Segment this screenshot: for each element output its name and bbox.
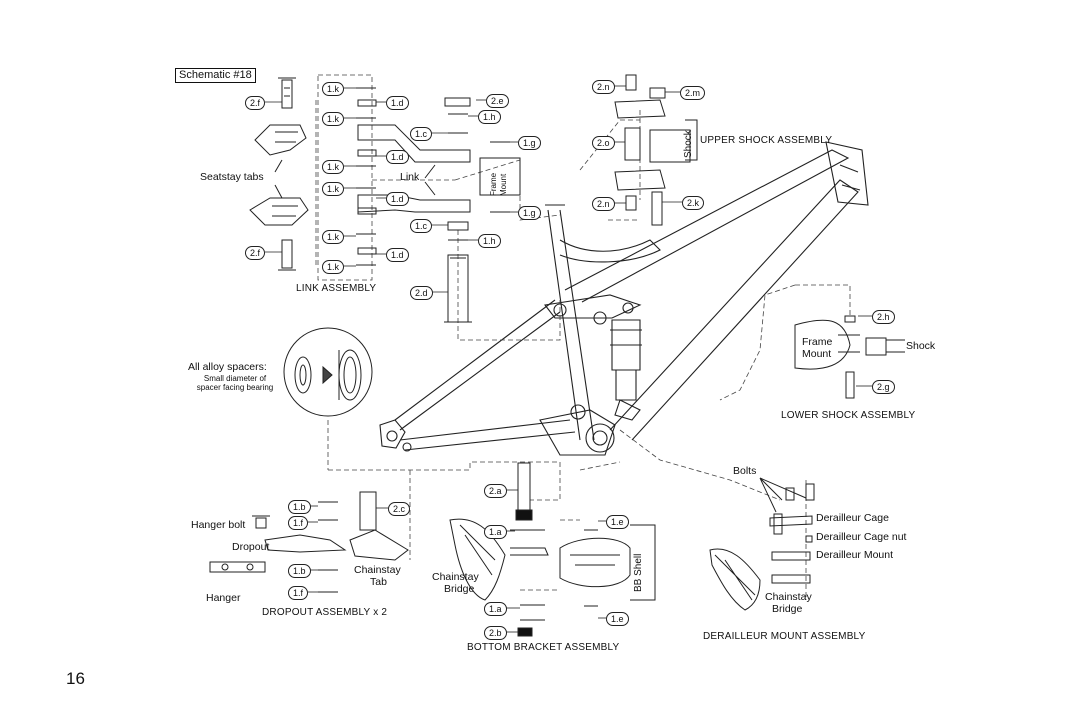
derailleur-mount-parts <box>709 477 815 611</box>
callout-2k: 2.k <box>682 196 705 210</box>
label-derailleur-cage-nut: Derailleur Cage nut <box>816 531 907 543</box>
label-link: Link <box>400 171 420 183</box>
callout-1c: 1.c <box>410 219 433 233</box>
callout-1k: 1.k <box>322 160 345 174</box>
label-dropout: Dropout <box>232 541 270 553</box>
title-bottom-bracket-assembly: BOTTOM BRACKET ASSEMBLY <box>467 642 620 653</box>
callout-1g: 1.g <box>518 206 541 220</box>
label-frame-mount-rotated-2: Mount <box>499 173 508 196</box>
label-chainstay-bridge-b1: Chainstay <box>765 591 812 603</box>
callout-2a: 2.a <box>484 484 507 498</box>
label-seatstay-tabs: Seatstay tabs <box>200 171 264 183</box>
title-derailleur-mount-assembly: DERAILLEUR MOUNT ASSEMBLY <box>703 631 866 642</box>
callout-1d: 1.d <box>386 150 409 164</box>
label-chainstay-bridge-2: Bridge <box>444 583 475 595</box>
callout-1f: 1.f <box>288 586 309 600</box>
callout-1k: 1.k <box>322 260 345 274</box>
callout-1b: 1.b <box>288 500 311 514</box>
label-frame-mount-2: Mount <box>802 348 832 360</box>
callout-2b: 2.b <box>484 626 507 640</box>
spacer-detail <box>283 327 373 417</box>
label-chainstay-tab-1: Chainstay <box>354 564 401 576</box>
schematic-title: Schematic #18 <box>175 68 256 83</box>
upper-shock-parts <box>614 74 698 226</box>
lower-shock-parts <box>794 315 905 399</box>
callout-1g: 1.g <box>518 136 541 150</box>
bottom-bracket-parts <box>449 462 656 637</box>
label-bolts: Bolts <box>733 465 757 477</box>
label-frame-mount-1: Frame <box>802 336 833 348</box>
title-upper-shock-assembly: UPPER SHOCK ASSEMBLY <box>700 135 833 146</box>
callout-1k: 1.k <box>322 82 345 96</box>
callout-1k: 1.k <box>322 182 345 196</box>
callout-1d: 1.d <box>386 248 409 262</box>
callout-1e: 1.e <box>606 612 629 626</box>
callout-2o: 2.o <box>592 136 615 150</box>
bike-frame <box>379 141 869 456</box>
callout-2m: 2.m <box>680 86 706 100</box>
callout-1a: 1.a <box>484 602 507 616</box>
callout-2n: 2.n <box>592 80 615 94</box>
callout-2n: 2.n <box>592 197 615 211</box>
label-spacers-note-1: Small diameter of <box>203 374 267 383</box>
label-chainstay-tab-2: Tab <box>370 576 387 588</box>
label-chainstay-bridge-1: Chainstay <box>432 571 479 583</box>
callout-1e: 1.e <box>606 515 629 529</box>
dropout-parts <box>209 491 409 593</box>
callout-1k: 1.k <box>322 230 345 244</box>
label-frame-mount-rotated-1: Frame <box>489 172 498 196</box>
label-shock: Shock <box>906 340 936 352</box>
callout-1c: 1.c <box>410 127 433 141</box>
label-spacers-note-2: spacer facing bearing <box>196 383 274 392</box>
label-derailleur-mount: Derailleur Mount <box>816 549 894 561</box>
label-chainstay-bridge-b2: Bridge <box>772 603 803 615</box>
callout-1h: 1.h <box>478 110 501 124</box>
callout-1h: 1.h <box>478 234 501 248</box>
callout-1d: 1.d <box>386 96 409 110</box>
callout-2g: 2.g <box>872 380 895 394</box>
label-bb-shell: BB Shell <box>633 553 644 592</box>
label-spacers-title: All alloy spacers: <box>188 361 267 373</box>
callout-2e: 2.e <box>486 94 509 108</box>
callout-2d: 2.d <box>410 286 433 300</box>
callout-2f-top: 2.f <box>245 96 266 110</box>
callout-1f: 1.f <box>288 516 309 530</box>
label-hanger-bolt: Hanger bolt <box>191 519 246 531</box>
callout-1a: 1.a <box>484 525 507 539</box>
title-lower-shock-assembly: LOWER SHOCK ASSEMBLY <box>781 410 916 421</box>
label-hanger: Hanger <box>206 592 241 604</box>
title-link-assembly: LINK ASSEMBLY <box>296 283 377 294</box>
callout-1b: 1.b <box>288 564 311 578</box>
callout-1d: 1.d <box>386 192 409 206</box>
label-derailleur-cage: Derailleur Cage <box>816 512 889 524</box>
callout-2h: 2.h <box>872 310 895 324</box>
callout-2c: 2.c <box>388 502 411 516</box>
page-number: 16 <box>66 669 85 688</box>
label-shock-rotated: Shock <box>683 130 694 158</box>
title-dropout-assembly: DROPOUT ASSEMBLY x 2 <box>262 607 388 618</box>
callout-2f-bottom: 2.f <box>245 246 266 260</box>
callout-1k: 1.k <box>322 112 345 126</box>
